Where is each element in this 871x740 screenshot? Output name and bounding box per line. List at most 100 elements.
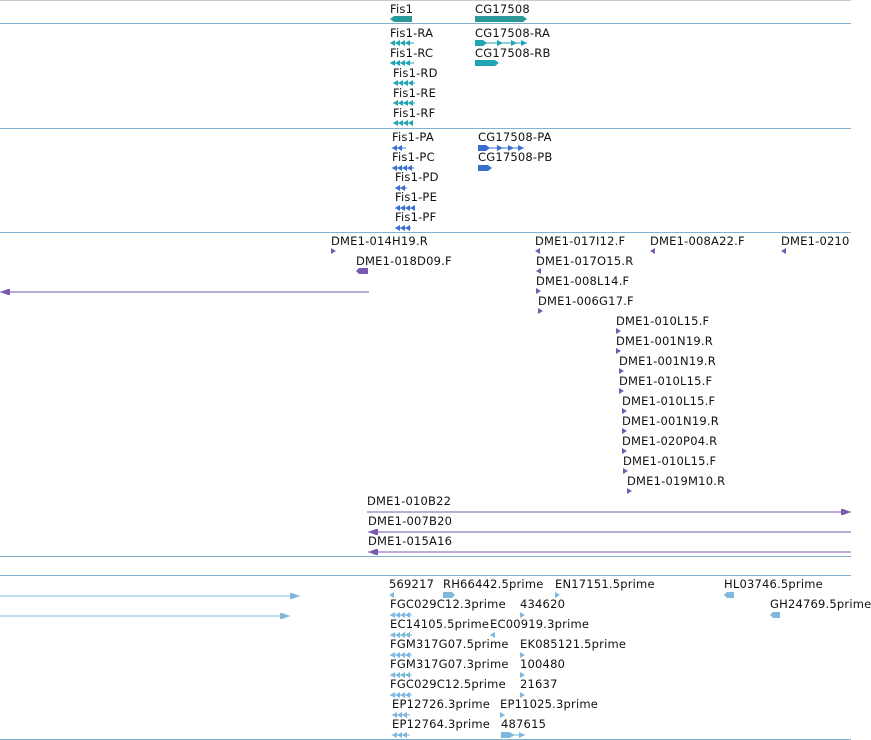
feature-label[interactable]: DME1-007B20	[368, 514, 453, 528]
feature-glyph[interactable]	[393, 79, 419, 87]
feature-label[interactable]: Fis1-PC	[392, 150, 435, 164]
feature-glyph[interactable]	[331, 247, 341, 255]
feature-label[interactable]: DME1-010L15.F	[619, 374, 713, 388]
feature-glyph[interactable]	[392, 731, 414, 739]
feature-glyph[interactable]	[500, 711, 510, 719]
feature-glyph[interactable]	[475, 39, 531, 47]
feature-label[interactable]: FGC029C12.3prime	[390, 597, 506, 611]
feature-label[interactable]: CG17508-RA	[475, 26, 551, 40]
feature-label[interactable]: DME1-015A16	[368, 534, 453, 548]
feature-label[interactable]: EN17151.5prime	[555, 577, 655, 591]
feature-glyph[interactable]	[650, 247, 660, 255]
feature-glyph[interactable]	[770, 611, 784, 619]
feature-label[interactable]: HL03746.5prime	[724, 577, 823, 591]
feature-glyph[interactable]	[390, 671, 416, 679]
feature-label[interactable]: DME1-0210	[781, 234, 850, 248]
feature-glyph[interactable]	[520, 671, 530, 679]
feature-glyph[interactable]	[395, 224, 415, 232]
feature-label[interactable]: Fis1-RA	[390, 26, 434, 40]
feature-glyph[interactable]	[390, 691, 416, 699]
feature-glyph[interactable]	[627, 487, 637, 495]
feature-label[interactable]: DME1-010B22	[367, 494, 452, 508]
feature-glyph[interactable]	[781, 247, 791, 255]
feature-label[interactable]: 487615	[501, 717, 547, 731]
feature-label[interactable]: DME1-010L15.F	[622, 394, 716, 408]
feature-label[interactable]: EC00919.3prime	[490, 617, 590, 631]
feature-glyph[interactable]	[616, 347, 626, 355]
feature-glyph[interactable]	[623, 467, 633, 475]
feature-label[interactable]: Fis1-RE	[393, 86, 437, 100]
feature-glyph[interactable]	[520, 691, 530, 699]
feature-glyph[interactable]	[616, 327, 626, 335]
feature-glyph[interactable]	[367, 508, 855, 516]
feature-label[interactable]: GH24769.5prime	[770, 597, 871, 611]
feature-glyph[interactable]	[392, 144, 410, 152]
feature-glyph[interactable]	[536, 287, 546, 295]
feature-label[interactable]: CG17508	[475, 2, 530, 16]
feature-glyph[interactable]	[520, 651, 530, 659]
feature-label[interactable]: DME1-018D09.F	[356, 254, 452, 268]
feature-label[interactable]: DME1-008A22.F	[650, 234, 745, 248]
feature-label[interactable]: DME1-008L14.F	[536, 274, 630, 288]
feature-glyph[interactable]	[622, 407, 632, 415]
feature-label[interactable]: EP11025.3prime	[500, 697, 599, 711]
feature-glyph[interactable]	[619, 367, 629, 375]
feature-label[interactable]: 21637	[520, 677, 558, 691]
feature-label[interactable]: Fis1	[390, 2, 414, 16]
feature-label[interactable]: FGC029C12.5prime	[390, 677, 506, 691]
feature-glyph[interactable]	[390, 611, 416, 619]
feature-glyph[interactable]	[478, 144, 528, 152]
feature-glyph[interactable]	[538, 307, 548, 315]
feature-glyph[interactable]	[390, 631, 416, 639]
feature-glyph[interactable]	[395, 204, 419, 212]
feature-glyph[interactable]	[443, 591, 459, 599]
feature-label[interactable]: FGM317G07.3prime	[390, 657, 509, 671]
feature-label[interactable]: DME1-010L15.F	[616, 314, 710, 328]
feature-glyph[interactable]	[0, 592, 304, 600]
feature-label[interactable]: DME1-001N19.R	[616, 334, 713, 348]
feature-glyph[interactable]	[0, 288, 373, 296]
feature-glyph[interactable]	[390, 39, 418, 47]
feature-label[interactable]: CG17508-RB	[475, 46, 551, 60]
feature-glyph[interactable]	[520, 611, 530, 619]
feature-label[interactable]: DME1-001N19.R	[622, 414, 719, 428]
feature-label[interactable]: Fis1-RD	[393, 66, 438, 80]
feature-glyph[interactable]	[555, 591, 567, 599]
feature-label[interactable]: Fis1-PD	[395, 170, 439, 184]
feature-label[interactable]: EC14105.5prime	[390, 617, 490, 631]
feature-label[interactable]: Fis1-RF	[393, 106, 436, 120]
feature-glyph[interactable]	[395, 184, 411, 192]
feature-label[interactable]: EP12726.3prime	[392, 697, 491, 711]
feature-label[interactable]: FGM317G07.5prime	[390, 637, 509, 651]
feature-glyph[interactable]	[392, 164, 418, 172]
feature-label[interactable]: CG17508-PB	[478, 150, 553, 164]
feature-glyph[interactable]	[490, 631, 500, 639]
feature-glyph[interactable]	[390, 15, 416, 23]
feature-label[interactable]: DME1-014H19.R	[331, 234, 428, 248]
feature-label[interactable]: 569217	[389, 577, 435, 591]
feature-label[interactable]: DME1-020P04.R	[622, 434, 718, 448]
feature-glyph[interactable]	[478, 164, 496, 172]
feature-glyph[interactable]	[356, 267, 372, 275]
feature-label[interactable]: CG17508-PA	[478, 130, 552, 144]
feature-glyph[interactable]	[724, 591, 738, 599]
feature-label[interactable]: Fis1-PA	[392, 130, 434, 144]
feature-glyph[interactable]	[475, 15, 531, 23]
feature-label[interactable]: Fis1-PF	[395, 210, 437, 224]
feature-glyph[interactable]	[501, 731, 529, 739]
feature-label[interactable]: DME1-019M10.R	[627, 474, 726, 488]
feature-label[interactable]: 434620	[520, 597, 566, 611]
feature-label[interactable]: EP12764.3prime	[392, 717, 491, 731]
feature-glyph[interactable]	[393, 99, 419, 107]
feature-glyph[interactable]	[389, 591, 401, 599]
feature-glyph[interactable]	[536, 267, 546, 275]
feature-glyph[interactable]	[392, 711, 414, 719]
feature-label[interactable]: Fis1-RC	[390, 46, 434, 60]
feature-glyph[interactable]	[622, 427, 632, 435]
feature-glyph[interactable]	[619, 387, 629, 395]
feature-glyph[interactable]	[390, 651, 416, 659]
feature-glyph[interactable]	[368, 548, 855, 556]
feature-glyph[interactable]	[390, 59, 418, 67]
feature-label[interactable]: EK085121.5prime	[520, 637, 627, 651]
feature-label[interactable]: DME1-017O15.R	[536, 254, 634, 268]
